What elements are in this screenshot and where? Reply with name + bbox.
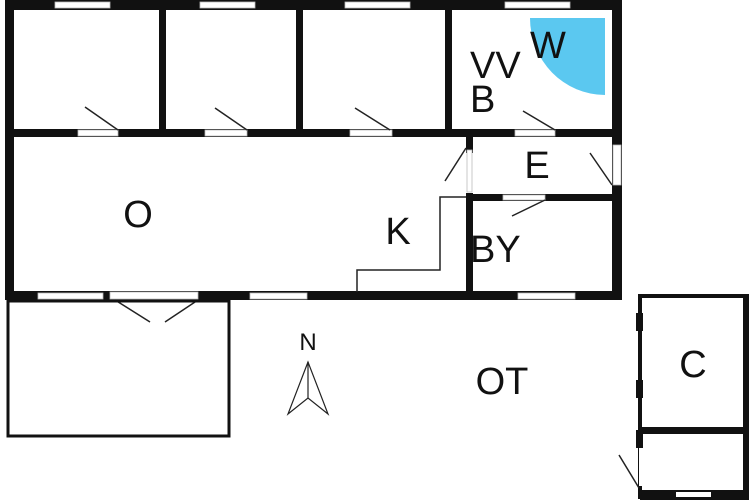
- north-label: N: [299, 329, 316, 356]
- terrace: [6, 299, 231, 438]
- room-label-utility: BY: [470, 229, 521, 271]
- room-label-living: O: [123, 194, 153, 236]
- windows: [37, 1, 622, 300]
- room-label-vv: VV: [470, 45, 521, 87]
- room-label-entrance: E: [524, 145, 549, 187]
- shed: [618, 294, 749, 500]
- north-arrow-icon: [286, 360, 330, 416]
- room-label-kitchen: K: [385, 211, 410, 253]
- room-label-w: W: [530, 25, 566, 67]
- room-label-bathroom: B: [470, 79, 495, 121]
- room-label-terrace: OT: [476, 361, 529, 403]
- room-label-shed: C: [679, 344, 706, 386]
- shower-area: [530, 18, 605, 95]
- door-swings: [84, 106, 613, 323]
